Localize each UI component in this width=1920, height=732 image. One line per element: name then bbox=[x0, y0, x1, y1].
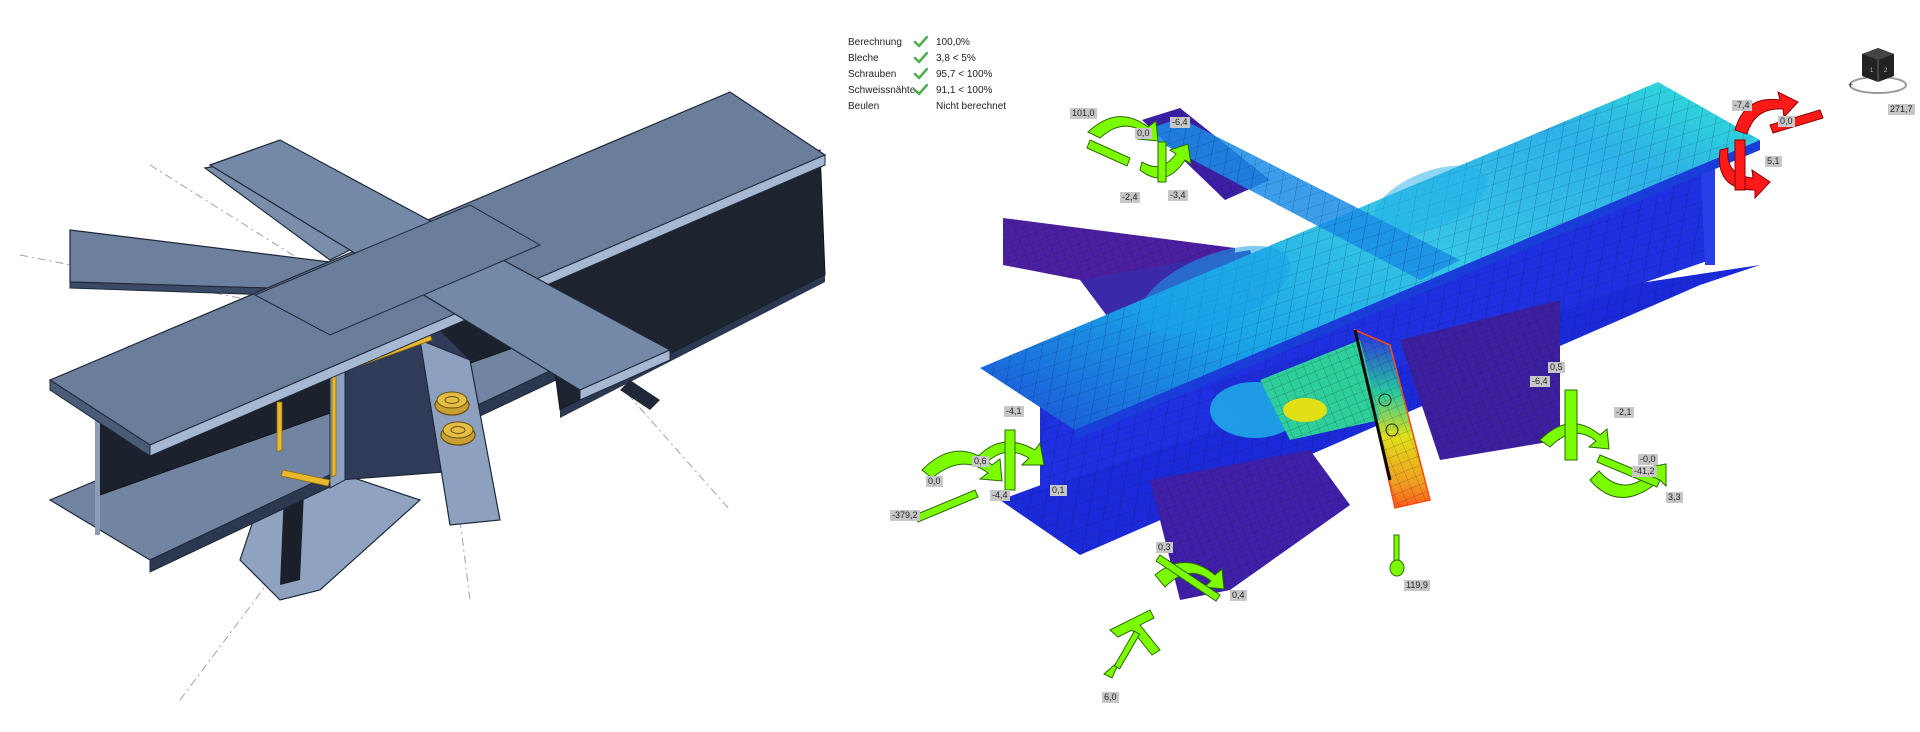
fe-cross-flange bbox=[1140, 118, 1460, 280]
moment-arrow-icon bbox=[1718, 139, 1771, 200]
load-value-label: -379,2 bbox=[890, 510, 920, 521]
fe-right-plate bbox=[1400, 300, 1560, 460]
check-icon bbox=[914, 51, 934, 65]
load-value-label: 3,3 bbox=[1666, 492, 1683, 503]
load-value-label: -2,1 bbox=[1614, 407, 1634, 418]
check-icon bbox=[914, 35, 934, 49]
status-value: 3,8 < 5% bbox=[936, 52, 976, 64]
load-value-label: 0,3 bbox=[1156, 542, 1173, 553]
status-value: 95,7 < 100% bbox=[936, 68, 993, 80]
status-label: Bleche bbox=[848, 52, 879, 64]
status-value: 100,0% bbox=[936, 36, 970, 48]
load-value-label: -4,4 bbox=[990, 490, 1010, 501]
model-viewport[interactable] bbox=[0, 0, 830, 732]
stress-result-model: 1 2 + bbox=[914, 48, 1907, 679]
load-value-label: -6,4 bbox=[1530, 376, 1550, 387]
load-value-label: -7,4 bbox=[1732, 100, 1752, 111]
load-value-label: 0,1 bbox=[1050, 485, 1067, 496]
status-row-berechnung[interactable]: Berechnung 100,0% bbox=[848, 34, 1006, 50]
check-summary-panel: Berechnung 100,0% Bleche 3,8 < 5% Schrau… bbox=[848, 34, 1006, 114]
status-label: Schrauben bbox=[848, 68, 897, 80]
view-angle-label: 271,7 bbox=[1888, 104, 1915, 115]
results-viewport[interactable]: 1 2 + 101,0 0,0 -6,4 -2,4 -3,4 -7,4 0,0 … bbox=[830, 0, 1920, 732]
load-value-label: 0,5 bbox=[1548, 362, 1565, 373]
load-arrows-red bbox=[1718, 91, 1824, 200]
load-value-label: 0,0 bbox=[1778, 116, 1795, 127]
load-value-label: -41,2 bbox=[1632, 466, 1657, 477]
force-arrow-icon bbox=[1103, 609, 1161, 679]
load-value-label: 0,4 bbox=[1230, 590, 1247, 601]
load-value-label: 0,0 bbox=[926, 476, 943, 487]
status-label: Schweissnähte bbox=[848, 84, 916, 96]
view-cube-face-label: 2 bbox=[1884, 68, 1888, 74]
load-value-label: 119,9 bbox=[1404, 580, 1430, 591]
status-row-beulen[interactable]: Beulen Nicht berechnet bbox=[848, 98, 1006, 114]
status-row-schweissnaehte[interactable]: Schweissnähte 91,1 < 100% bbox=[848, 82, 1006, 98]
load-value-label: 0,6 bbox=[972, 456, 989, 467]
fe-top-flange bbox=[980, 82, 1760, 440]
steel-connection-model bbox=[19, 91, 827, 701]
load-value-label: 6,0 bbox=[1102, 692, 1119, 703]
moment-arrow-icon bbox=[1154, 554, 1225, 602]
load-value-label: 101,0 bbox=[1070, 108, 1097, 119]
fe-bottom-brace bbox=[1150, 450, 1350, 600]
moment-arrow-icon bbox=[974, 429, 1045, 491]
bolt bbox=[434, 391, 470, 416]
view-cube-icon: 1 2 + bbox=[1848, 48, 1907, 94]
status-value: Nicht berechnet bbox=[936, 100, 1007, 112]
view-cube-face-label: 1 bbox=[1870, 68, 1874, 74]
bolt bbox=[440, 421, 476, 446]
load-value-label: -0,0 bbox=[1638, 454, 1658, 465]
moment-arrow-icon bbox=[1734, 91, 1824, 135]
status-row-schrauben[interactable]: Schrauben 95,7 < 100% bbox=[848, 66, 1006, 82]
load-value-label: -4,1 bbox=[1004, 406, 1024, 417]
moment-arrow-icon bbox=[1539, 389, 1610, 461]
moment-arrow-icon bbox=[1139, 141, 1192, 183]
check-icon bbox=[914, 83, 934, 97]
status-label: Beulen bbox=[848, 100, 880, 112]
load-arrows bbox=[914, 116, 1667, 679]
load-value-label: -6,4 bbox=[1170, 117, 1190, 128]
check-icon bbox=[914, 67, 934, 81]
force-arrow-icon bbox=[1389, 534, 1405, 577]
moment-arrow-icon bbox=[1086, 116, 1159, 167]
bolt-group bbox=[434, 391, 476, 446]
status-value: 91,1 < 100% bbox=[936, 84, 993, 96]
svg-text:+: + bbox=[1848, 80, 1853, 90]
load-value-label: 0,0 bbox=[1135, 128, 1152, 139]
load-value-label: 5,1 bbox=[1765, 156, 1782, 167]
status-row-bleche[interactable]: Bleche 3,8 < 5% bbox=[848, 50, 1006, 66]
load-value-label: -3,4 bbox=[1168, 190, 1188, 201]
fe-connection-plate bbox=[1260, 328, 1431, 509]
status-label: Berechnung bbox=[848, 36, 902, 48]
load-value-label: -2,4 bbox=[1120, 192, 1140, 203]
